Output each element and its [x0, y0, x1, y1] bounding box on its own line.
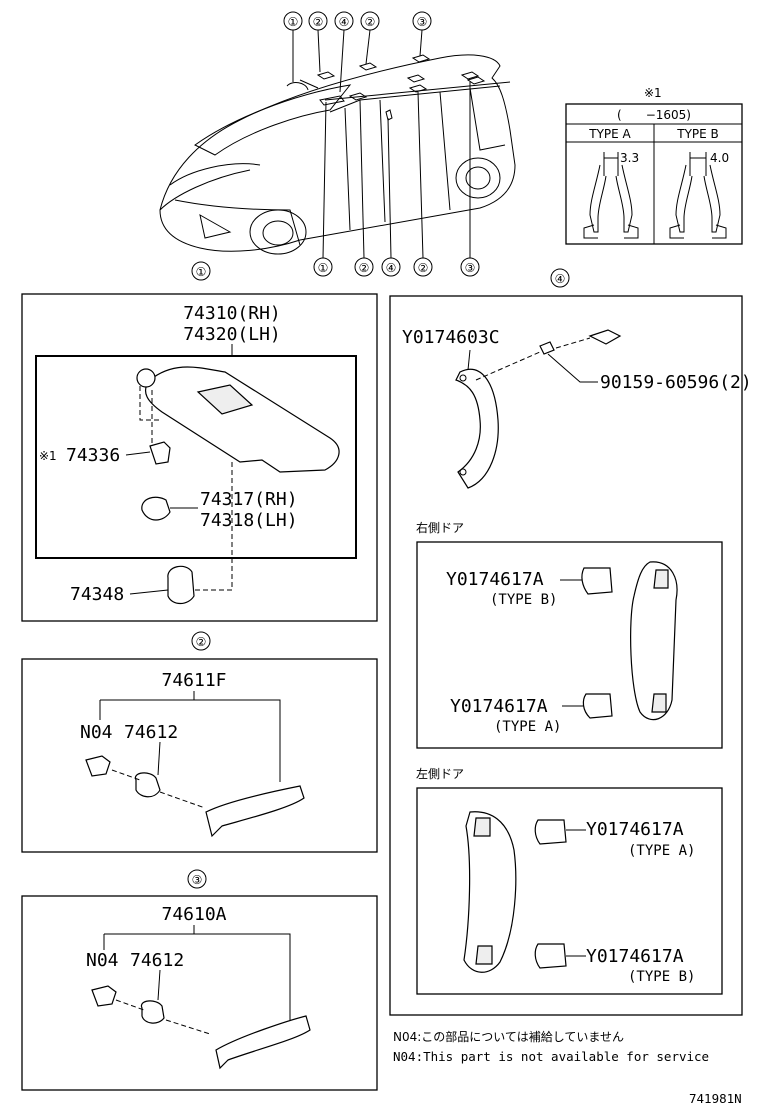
pn-74612-sec2: 74612 — [124, 722, 178, 743]
type-table-col-b: TYPE B — [676, 127, 719, 141]
ld-type-b: (TYPE B) — [628, 969, 695, 985]
callout-3-top: ③ — [417, 15, 428, 29]
section-3-marker: ③ — [192, 873, 203, 887]
pn-74320: 74320(LH) — [183, 324, 281, 345]
pn-rd-cap-b: Y0174617A — [446, 569, 544, 590]
pn-74610A: 74610A — [161, 904, 226, 925]
section-4-marker: ④ — [555, 272, 566, 286]
footnote-jp: N04:この部品については補給していません — [393, 1029, 624, 1044]
rd-type-b: (TYPE B) — [490, 592, 557, 608]
pn-ld-cap-b: Y0174617A — [586, 946, 684, 967]
pn-74310: 74310(RH) — [183, 303, 281, 324]
section-1-sun-visor: ① 74310(RH) 74320(LH) ※1 74336 74317(RH)… — [21, 261, 378, 622]
section-4-door-grip: ④ Y0174603C 90159-60596(2) 右側ドア Y0174617… — [389, 268, 752, 1016]
pn-ld-cap-a: Y0174617A — [586, 819, 684, 840]
n04-sec2: N04 — [80, 722, 113, 743]
pn-74318: 74318(LH) — [200, 510, 298, 531]
pn-90159-60596: 90159-60596(2) — [600, 372, 752, 393]
pn-74611F: 74611F — [161, 670, 226, 691]
footnote-en: N04:This part is not available for servi… — [393, 1049, 709, 1064]
callout-1-top-a: ① — [288, 15, 299, 29]
dim-a: 3.3 — [620, 151, 639, 165]
right-door-label: 右側ドア — [416, 520, 464, 535]
clip-type-a-drawing: 3.3 — [583, 151, 639, 239]
top-callouts: ① ② ④ ② ③ — [283, 11, 432, 31]
callout-3-bottom: ③ — [465, 261, 476, 275]
left-door-label: 左側ドア — [416, 766, 464, 781]
pn-74348: 74348 — [70, 584, 124, 605]
pn-rd-cap-a: Y0174617A — [450, 696, 548, 717]
section-2-assist-grip: ② 74611F N04 74612 — [21, 631, 378, 853]
rd-type-a: (TYPE A) — [494, 719, 561, 735]
vehicle-illustration — [159, 54, 516, 255]
bottom-callouts: ① ② ④ ② ③ — [313, 257, 480, 277]
type-table-range: ( −1605) — [617, 108, 691, 122]
type-table-mark: ※1 — [644, 86, 662, 100]
callout-2-bottom-a: ② — [359, 261, 370, 275]
clip-type-b-drawing: 4.0 — [669, 151, 729, 239]
n04-sec3: N04 — [86, 950, 119, 971]
callout-2-bottom-b: ② — [418, 261, 429, 275]
section-3-assist-grip: ③ 74610A N04 74612 — [21, 869, 378, 1091]
pn-74317: 74317(RH) — [200, 489, 298, 510]
dim-b: 4.0 — [710, 151, 729, 165]
type-table-col-a: TYPE A — [588, 127, 631, 141]
section-2-marker: ② — [196, 635, 207, 649]
pn-Y0174603C: Y0174603C — [402, 327, 500, 348]
pn-74612-sec3: 74612 — [130, 950, 184, 971]
section-1-mark: ※1 — [39, 449, 57, 463]
type-table: ※1 ( −1605) TYPE A TYPE B 3.3 4.0 — [565, 86, 743, 245]
callout-1-bottom: ① — [318, 261, 329, 275]
callout-2-top-a: ② — [313, 15, 324, 29]
ld-type-a: (TYPE A) — [628, 843, 695, 859]
callout-4-top: ④ — [339, 15, 350, 29]
callout-4-bottom: ④ — [386, 261, 397, 275]
pn-74336: 74336 — [66, 445, 120, 466]
callout-2-top-b: ② — [365, 15, 376, 29]
callout-leaders — [292, 29, 471, 259]
section-1-marker: ① — [196, 265, 207, 279]
diagram-code: 741981N — [689, 1091, 742, 1106]
